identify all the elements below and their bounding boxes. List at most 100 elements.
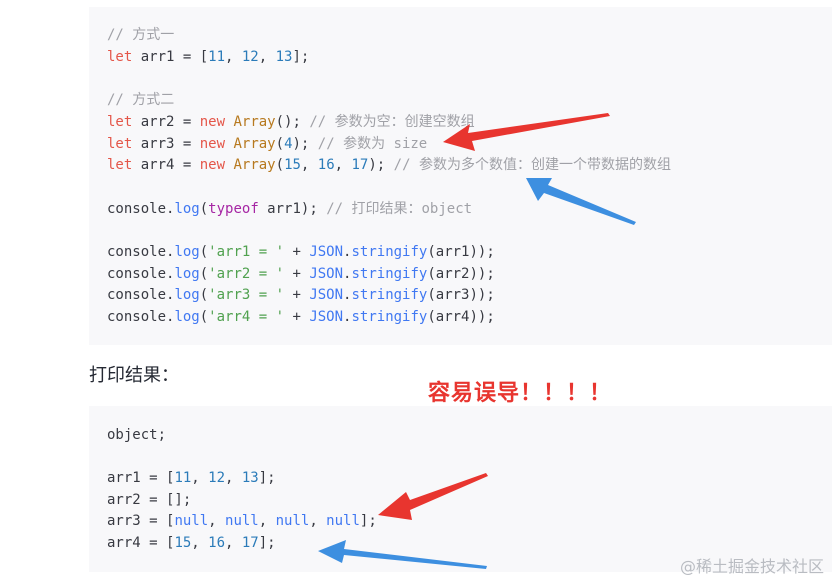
code-token: ( [199, 265, 209, 282]
code-token: JSON [309, 265, 344, 282]
code-token: arr4 = [ [107, 535, 175, 551]
blue-arrow-lower [318, 540, 487, 569]
code-line: console.log('arr3 = ' + JSON.stringify(a… [107, 285, 495, 305]
code-line: let arr2 = new Array(); // 参数为空：创建空数组 [107, 112, 475, 132]
code-token: (arr3)); [427, 287, 495, 304]
code-token: 'arr3 = ' [208, 287, 285, 304]
code-block-output: object; arr1 = [11, 12, 13]; arr2 = []; arr… [89, 406, 832, 572]
code-token: 12 [241, 48, 259, 65]
code-token: arr1); [258, 200, 327, 217]
code-token: stringify [351, 244, 428, 260]
code-token: ( [199, 287, 209, 304]
code-token: 'arr4 = ' [208, 309, 285, 326]
code-token: console. [107, 200, 175, 217]
code-line: arr3 = [null, null, null, null]; [107, 511, 377, 531]
code-token: 15 [284, 157, 301, 174]
code-token: log [174, 265, 200, 282]
code-token: , [225, 470, 242, 487]
watermark: @稀土掘金技术社区 [679, 557, 824, 576]
code-token: arr1 = [ [107, 470, 175, 487]
code-token: log [174, 287, 200, 304]
code-token: . [343, 309, 352, 326]
code-token: ); [368, 157, 394, 174]
code-token: console. [107, 309, 175, 326]
code-token: + [284, 287, 310, 304]
code-token: object; [107, 427, 167, 443]
code-token: 15 [174, 535, 192, 551]
code-token: arr2 = []; [107, 491, 192, 508]
code-token: 4 [284, 135, 293, 152]
code-token: . [343, 265, 352, 282]
code-token: ]; [292, 48, 310, 65]
code-token: (); [275, 113, 310, 130]
code-token: JSON [309, 244, 344, 260]
code-token: , [300, 157, 318, 174]
warning-annotation: 容易误导！！！！ [428, 381, 613, 406]
red-arrow-upper [443, 113, 610, 151]
code-line: object; [107, 425, 166, 445]
code-token: JSON [309, 309, 344, 326]
code-token: . [343, 287, 352, 304]
code-token: stringify [351, 265, 428, 282]
blue-arrow-upper [526, 178, 636, 225]
code-token: Array [233, 113, 276, 130]
code-token: 13 [241, 470, 259, 487]
code-token: // 参数为 size [317, 135, 428, 152]
code-token: , [191, 535, 209, 551]
code-token: // 方式一 [107, 27, 175, 43]
code-token: 16 [317, 157, 335, 174]
code-token: new [199, 157, 226, 174]
code-token: (arr2)); [427, 265, 495, 282]
code-token: , [225, 535, 242, 551]
code-token: new [199, 135, 226, 152]
code-token: console. [107, 265, 175, 282]
code-token: 11 [174, 470, 192, 487]
code-token: let [107, 113, 133, 130]
code-token: , [334, 157, 352, 174]
code-token: . [343, 244, 352, 260]
code-token: typeof [208, 200, 259, 217]
code-token: new [199, 113, 226, 130]
code-token: // 参数为多个数值：创建一个带数据的数组 [393, 157, 671, 174]
code-token: 'arr1 = ' [208, 244, 285, 260]
code-token: ]; [359, 513, 377, 530]
code-token: JSON [309, 287, 344, 304]
code-token: 17 [351, 157, 369, 174]
code-token: 11 [208, 48, 226, 65]
code-token: stringify [351, 287, 428, 304]
code-line: arr1 = [11, 12, 13]; [107, 468, 276, 488]
code-token: let [107, 48, 133, 65]
code-token: console. [107, 244, 175, 260]
code-token: ( [199, 309, 209, 326]
code-token: 'arr2 = ' [208, 265, 285, 282]
code-token: ]; [258, 470, 276, 487]
code-token: (arr1)); [427, 244, 495, 260]
code-token: // 参数为空：创建空数组 [309, 113, 475, 130]
code-line: arr4 = [15, 16, 17]; [107, 533, 276, 553]
code-token: arr3 = [132, 135, 200, 152]
code-token: null [326, 513, 360, 530]
code-line: console.log('arr2 = ' + JSON.stringify(a… [107, 264, 495, 284]
code-token: ( [199, 244, 209, 260]
code-token: Array [233, 157, 276, 174]
code-token: 17 [241, 535, 259, 551]
code-line: arr2 = []; [107, 490, 191, 510]
code-token: , [258, 48, 276, 65]
code-token: stringify [351, 309, 428, 326]
code-token: let [107, 157, 133, 174]
code-token: + [284, 244, 310, 260]
code-token: Array [233, 135, 276, 152]
code-token: ( [275, 135, 285, 152]
code-token: arr1 = [ [132, 48, 209, 65]
code-token: arr2 = [132, 113, 200, 130]
code-token: arr3 = [ [107, 513, 175, 530]
code-token: , [258, 513, 276, 530]
code-token: null [275, 513, 310, 530]
code-token: , [225, 48, 242, 65]
code-line: // 方式一 [107, 25, 174, 45]
code-token: (arr4)); [427, 309, 495, 326]
code-token: ]; [258, 535, 276, 551]
code-token: ( [199, 200, 209, 217]
code-token: , [208, 513, 226, 530]
